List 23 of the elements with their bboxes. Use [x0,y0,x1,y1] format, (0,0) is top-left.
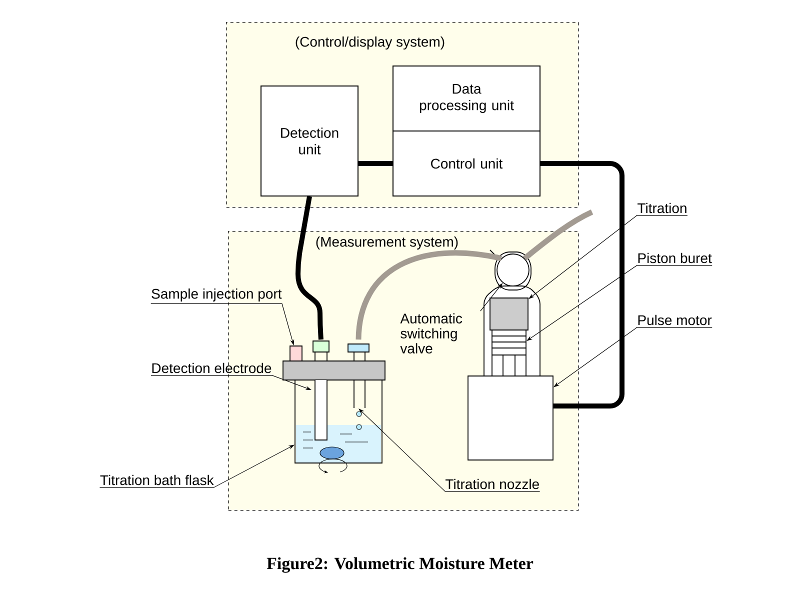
callout-label: Automatic switching valve [400,313,462,354]
callout-label: Detection electrode [152,362,272,374]
callout-label: Titration bath flask [100,474,214,486]
caption: Figure2: Volumetric Moisture Meter [266,557,534,573]
unit-box: Detection unit [260,86,358,196]
cable [540,161,624,408]
valve-circle [496,254,530,286]
injection-port [290,346,302,362]
nozzle [348,344,370,408]
titrant-chamber [490,298,528,330]
callout-label: Titration [638,202,686,214]
cable [296,196,324,340]
cable [358,161,392,166]
callout-label: Sample injection port [152,288,282,302]
callout-label: Titration nozzle [446,478,539,490]
electrode [312,340,330,440]
callout-label: Pulse motor [638,314,712,326]
tube [522,210,594,261]
callout-label: Piston buret [638,252,712,264]
unit-box: Data processing unit [392,66,540,132]
motor-box [468,376,554,460]
tube [356,250,502,340]
unit-box: Control unit [392,130,540,196]
